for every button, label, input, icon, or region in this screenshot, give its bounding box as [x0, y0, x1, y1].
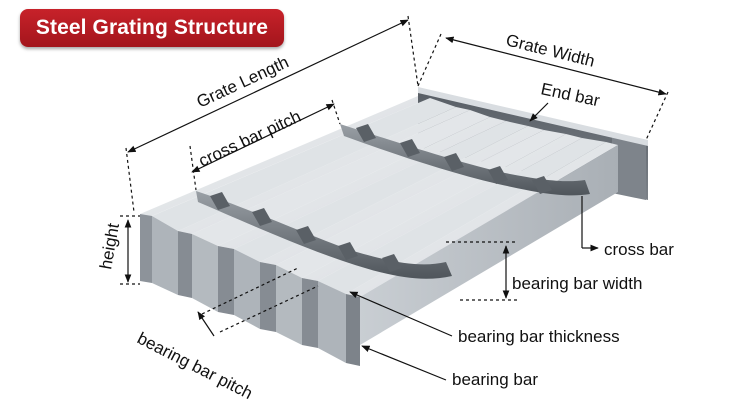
- label-bearing-bar: bearing bar: [452, 370, 538, 389]
- label-cross-bar: cross bar: [604, 240, 674, 259]
- label-bearing-bar-pitch: bearing bar pitch: [134, 329, 255, 403]
- label-bearing-bar-width: bearing bar width: [512, 274, 642, 293]
- label-height: height: [96, 222, 123, 271]
- annotation-lines: [120, 15, 669, 381]
- label-bearing-bar-thickness: bearing bar thickness: [458, 327, 620, 346]
- bearing-bars: [140, 96, 618, 366]
- label-end-bar: End bar: [539, 79, 602, 110]
- cross-bar-front: [196, 191, 452, 279]
